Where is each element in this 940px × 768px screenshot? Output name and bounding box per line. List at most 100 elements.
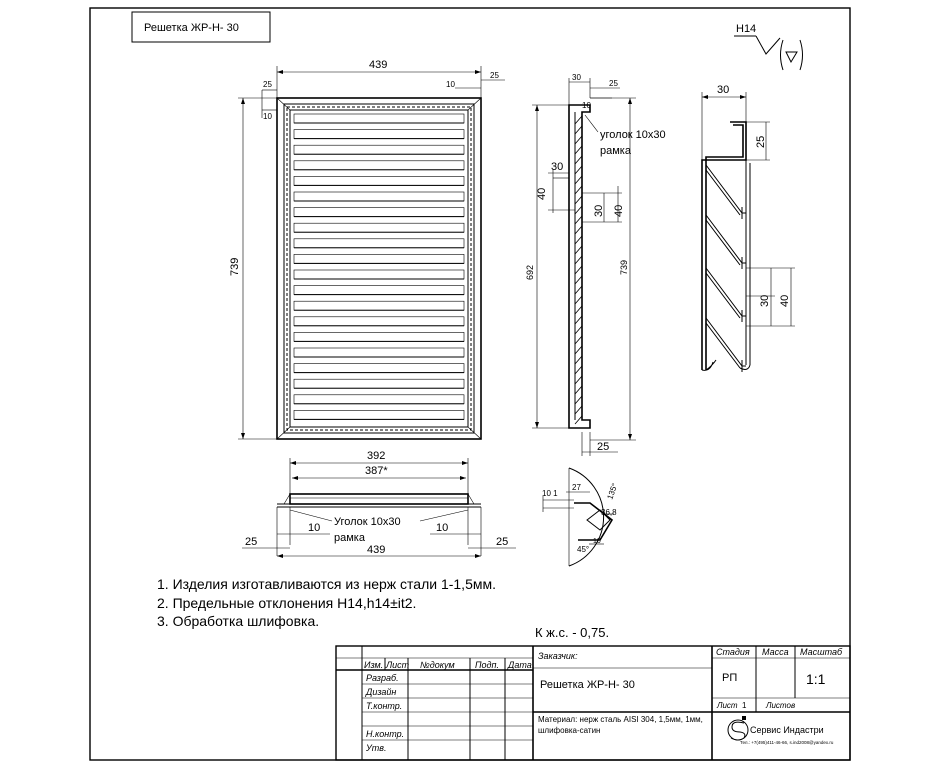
louver-slat	[293, 378, 465, 389]
hatch-line	[574, 165, 583, 175]
louver-slat	[293, 144, 465, 155]
sheet-label: Лист	[716, 701, 738, 710]
dim-section-45: 45°	[577, 545, 589, 554]
col-podp: Подп.	[475, 660, 499, 670]
louver-slat	[293, 222, 465, 233]
louver-slat	[293, 300, 465, 311]
dim-detail-25: 25	[755, 136, 767, 148]
customer-label: Заказчик:	[538, 651, 578, 661]
louver-slat	[293, 316, 465, 327]
louver-slat	[293, 160, 465, 171]
louver-slat	[293, 285, 465, 295]
coefficient: К ж.с. - 0,75.	[535, 625, 609, 640]
hatch-line	[574, 255, 583, 265]
sheet-value: 1	[742, 701, 747, 710]
note-2: 2. Предельные отклонения H14,h14±it2.	[157, 595, 416, 611]
hatch-line	[574, 325, 583, 335]
hatch-line	[574, 275, 583, 285]
hatch-line	[574, 235, 583, 245]
col-izm: Изм.	[364, 660, 383, 670]
massa-label: Масса	[762, 647, 789, 657]
hatch-line	[574, 185, 583, 195]
dim-side-25-top: 25	[609, 79, 618, 88]
detail-slats	[705, 164, 746, 372]
dim-section-10-1: 10 1	[542, 489, 558, 498]
hatch-line	[574, 195, 583, 205]
bottom-view: 392 387* 10 10 Уголок 10х30 рамка 25	[242, 450, 516, 558]
hatch-line	[574, 125, 583, 135]
hatch-line	[574, 375, 583, 385]
title-block-material: Материал: нерж сталь AISI 304, 1,5мм, 1м…	[538, 715, 703, 724]
company-contacts: Тел.: +7(495)411-46-66, s.ind2008@yandex…	[740, 740, 834, 745]
dim-front-10-right: 10	[446, 80, 455, 89]
dim-front-width: 439	[369, 59, 387, 71]
dim-section-10: 10	[593, 538, 601, 545]
dim-side-30-right: 30	[593, 205, 605, 217]
dim-front-10-left: 10	[263, 112, 272, 121]
bottom-label-angle: Уголок 10х30	[334, 516, 401, 528]
hatch-line	[574, 215, 583, 225]
dim-front-height: 739	[229, 258, 241, 276]
hatch-line	[574, 295, 583, 305]
louver-slat	[293, 129, 465, 139]
dim-front-25-right: 25	[490, 71, 499, 80]
company-logo-icon	[727, 716, 749, 741]
dim-section-36-8: 36,8	[601, 508, 617, 517]
louver-slat	[293, 176, 465, 186]
dim-side-40-mid: 40	[536, 188, 548, 200]
hatch-line	[574, 135, 583, 145]
louver-slat	[293, 254, 465, 264]
title-block: Изм. Лист №докум Подп. Дата Разраб. Диза…	[335, 645, 851, 761]
side-label-frame: рамка	[600, 145, 632, 157]
row-razrab: Разраб.	[366, 673, 399, 683]
title-block-name: Решетка ЖР-Н- 30	[540, 679, 635, 691]
company-name: Сервис Индастри	[750, 725, 824, 735]
roughness-label: H14	[736, 23, 756, 35]
scale-value: 1:1	[806, 671, 826, 687]
hatch-line	[574, 415, 583, 425]
louver-slat	[293, 113, 465, 124]
bottom-label-frame: рамка	[334, 532, 366, 544]
title-text: Решетка ЖР-Н- 30	[144, 22, 239, 34]
row-nkontr: Н.контр.	[366, 729, 404, 739]
hatch-line	[574, 115, 583, 125]
col-list: Лист	[385, 660, 410, 670]
sheets-label: Листов	[765, 701, 795, 710]
dim-front-25-left: 25	[263, 80, 272, 89]
masshtab-label: Масштаб	[800, 647, 843, 657]
dim-bottom-439: 439	[367, 544, 385, 556]
louver-slat	[293, 238, 465, 249]
hatch-line	[574, 345, 583, 355]
side-label-angle: уголок 10х30	[600, 129, 666, 141]
roughness-symbol: H14	[734, 23, 803, 71]
hatch-line	[574, 405, 583, 415]
section-view: 10 1 27 36,8 135° 45° 10	[542, 467, 620, 567]
dim-detail-40-low: 40	[779, 295, 791, 307]
dim-section-135: 135°	[605, 482, 619, 501]
dim-bottom-25-right: 25	[496, 536, 508, 548]
hatch-line	[574, 265, 583, 275]
dim-detail-30: 30	[717, 84, 729, 96]
col-data: Дата	[507, 660, 532, 670]
dim-detail-30-low: 30	[759, 295, 771, 307]
dim-section-27: 27	[572, 483, 581, 492]
row-utv: Утв.	[365, 743, 386, 753]
hatch-line	[574, 355, 583, 365]
stadia-label: Стадия	[716, 647, 750, 657]
detail-view: 30 25 30 40	[701, 84, 795, 372]
louver-slat	[293, 332, 465, 342]
side-hatch	[574, 115, 583, 425]
detail-blade	[705, 317, 746, 369]
row-tkontr: Т.контр.	[366, 701, 402, 711]
detail-blade	[705, 164, 746, 216]
dim-side-692: 692	[525, 265, 535, 280]
dim-bottom-10-right: 10	[436, 522, 448, 534]
dim-bottom-387: 387*	[365, 465, 388, 477]
row-dizain: Дизайн	[365, 687, 396, 697]
title-box: Решетка ЖР-Н- 30	[131, 11, 271, 43]
hatch-line	[574, 205, 583, 215]
side-view: 30 25 10 уголок 10х30 рамка 30 40 30 40	[525, 73, 666, 456]
notes: 1. Изделия изготавливаются из нерж стали…	[157, 576, 496, 629]
louver-slat	[293, 363, 465, 373]
